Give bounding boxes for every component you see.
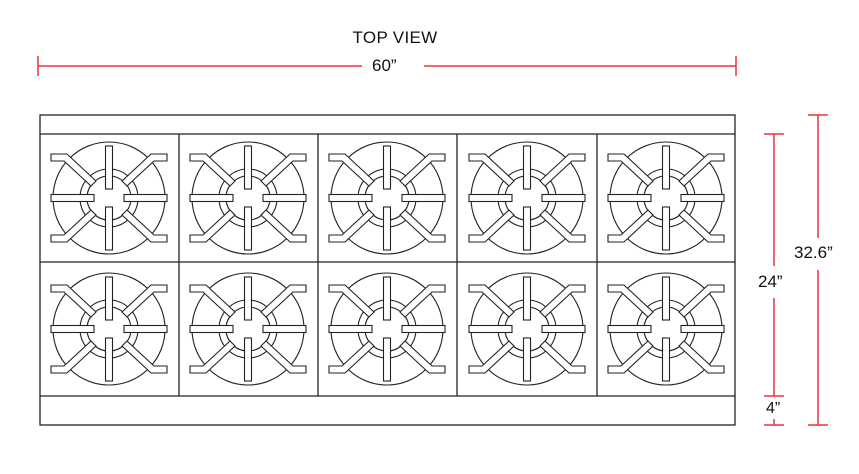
burner-grid (51, 142, 724, 385)
total-depth-label: 32.6” (790, 243, 837, 263)
burner-grate (608, 142, 724, 254)
burner-grate (329, 142, 445, 254)
width-label: 60” (368, 56, 401, 76)
burner-depth-label: 24” (754, 272, 787, 292)
burner-depth-dimension-line (764, 133, 784, 426)
burner-grate (190, 142, 306, 254)
burner-grate (190, 273, 306, 385)
burner-grate (608, 273, 724, 385)
burner-grate (51, 273, 167, 385)
width-dimension-line (37, 56, 737, 76)
range-outline (39, 114, 736, 426)
burner-grate (469, 142, 585, 254)
burner-grate (51, 142, 167, 254)
total-depth-dimension-line (808, 114, 828, 426)
burner-grate (329, 273, 445, 385)
view-title: TOP VIEW (352, 28, 438, 47)
front-rail-depth-label: 4” (762, 400, 785, 418)
burner-grate (469, 273, 585, 385)
